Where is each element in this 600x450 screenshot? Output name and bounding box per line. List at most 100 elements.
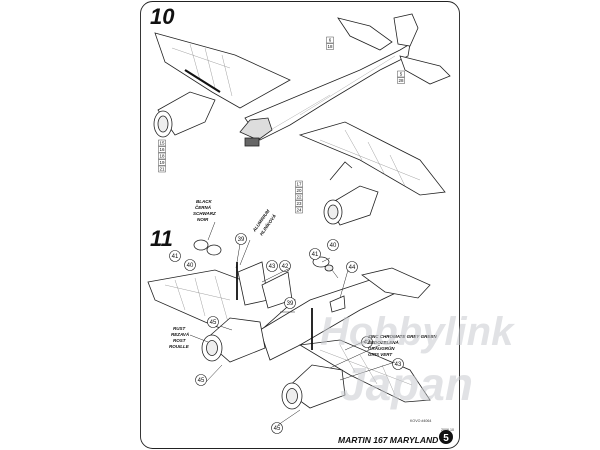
callout-40-left: 40 [184, 259, 196, 271]
step11-right-wing [298, 339, 431, 403]
svg-text:40: 40 [330, 243, 337, 249]
step-11-number: 11 [150, 226, 173, 251]
callout-40-right: 40 [327, 239, 339, 251]
step10-tail-plane-right [399, 55, 451, 85]
step11-callouts: 39 40 41 43 42 40 41 44 39 45 45 42 43 45 [169, 233, 404, 434]
svg-text:ROUILLE: ROUILLE [169, 344, 190, 349]
step11-wheel-right [312, 256, 330, 268]
svg-text:ČERNÁ: ČERNÁ [195, 203, 211, 210]
callout-45-bottom: 45 [271, 422, 283, 434]
step10-elevator-callout-stack: 528 [397, 70, 405, 84]
svg-text:45: 45 [210, 320, 217, 326]
step10-left-callout-3: 19 [158, 159, 166, 166]
step10-tail-callout-0: 6 [326, 36, 334, 44]
step11-wheel-black [193, 239, 209, 251]
svg-text:5: 5 [400, 72, 403, 77]
svg-text:GRAUGRÜN: GRAUGRÜN [368, 345, 395, 351]
svg-text:16: 16 [159, 147, 165, 152]
step10-right-callout-1: 20 [295, 187, 303, 194]
step10-left-callout-4: 21 [158, 165, 166, 173]
svg-text:NOIR: NOIR [197, 217, 209, 222]
step10-elevator-callout-1: 28 [397, 77, 405, 84]
svg-text:40: 40 [187, 263, 194, 269]
step10-tail-callout-1: 18 [326, 43, 334, 50]
callout-39-top: 39 [235, 233, 247, 245]
color-note-zinc-chromate: ZINC CHROMATE GREY GREEN ŠEDOZELENÁ GRAU… [367, 334, 437, 357]
svg-text:41: 41 [312, 252, 319, 258]
callout-43-right: 43 [392, 358, 404, 370]
svg-text:42: 42 [364, 340, 371, 346]
step-11-assembly [147, 239, 431, 410]
svg-text:24: 24 [296, 208, 302, 213]
page-number-badge [439, 430, 453, 444]
svg-text:ZINC CHROMATE GREY GREEN: ZINC CHROMATE GREY GREEN [367, 334, 437, 339]
svg-text:ŠEDOZELENÁ: ŠEDOZELENÁ [368, 338, 399, 345]
callout-39-mid: 39 [284, 297, 296, 309]
step10-right-callout-2: 22 [295, 193, 303, 201]
svg-text:17: 17 [296, 182, 302, 187]
svg-text:45: 45 [198, 378, 205, 384]
page-border [140, 1, 460, 449]
svg-text:REZAVÁ: REZAVÁ [171, 331, 189, 337]
svg-text:GRIS VERT: GRIS VERT [368, 352, 393, 357]
svg-text:18: 18 [327, 44, 333, 49]
step10-left-callout-0: 15 [158, 139, 166, 147]
callout-43-top: 43 [266, 260, 278, 272]
callout-42-right: 42 [361, 336, 373, 348]
page-number: 5 [443, 433, 449, 444]
step11-tail-plane [361, 267, 431, 299]
svg-text:44: 44 [349, 265, 356, 271]
svg-text:ROST: ROST [173, 338, 187, 343]
svg-text:15: 15 [159, 141, 165, 146]
svg-text:18: 18 [159, 154, 165, 159]
step10-elevator-callout-0: 5 [397, 70, 405, 78]
step10-tail-plane-left [337, 17, 393, 51]
step10-right-wing [298, 121, 446, 196]
svg-text:20: 20 [296, 188, 302, 193]
callout-41-right: 41 [309, 248, 321, 260]
color-note-aluminium: ALUMINIUM HLINÍKOVÁ [251, 208, 277, 236]
step11-wheel-alu [206, 244, 222, 256]
color-note-black: BLACK ČERNÁ SCHWARZ NOIR [193, 199, 216, 222]
step10-left-callout-1: 16 [158, 146, 166, 153]
callout-41-left: 41 [169, 250, 181, 262]
step10-tail-callout-stack: 618 [326, 36, 334, 50]
svg-text:39: 39 [287, 301, 294, 307]
svg-text:SCHWARZ: SCHWARZ [193, 211, 216, 216]
step10-right-callout-3: 23 [295, 200, 303, 207]
sheet-title: MARTIN 167 MARYLAND [338, 435, 438, 445]
callout-42-top: 42 [279, 260, 291, 272]
color-note-rust: RUST REZAVÁ ROST ROUILLE [169, 326, 190, 349]
svg-text:RUST: RUST [173, 326, 187, 331]
callout-45-left: 45 [207, 316, 219, 328]
step-10-number: 10 [150, 4, 175, 29]
watermark-line2: Japan [340, 358, 473, 410]
step10-left-wing [154, 32, 291, 109]
svg-text:39: 39 [238, 237, 245, 243]
svg-text:43: 43 [395, 362, 402, 368]
print-date: 2006.10 [441, 428, 454, 432]
svg-text:BLACK: BLACK [196, 199, 212, 204]
product-code: KOVO #4064 [410, 419, 431, 423]
watermark-line1: Hobbylink [320, 310, 515, 354]
step10-right-callout-4: 24 [295, 206, 303, 214]
callout-45-low: 45 [195, 374, 207, 386]
step10-right-callout-0: 17 [295, 180, 303, 188]
step10-left-callout-2: 18 [158, 152, 166, 160]
step11-small-door [329, 295, 346, 313]
svg-text:19: 19 [159, 160, 165, 165]
svg-text:28: 28 [398, 78, 404, 83]
svg-text:45: 45 [274, 426, 281, 432]
svg-text:42: 42 [282, 264, 289, 270]
svg-text:23: 23 [296, 201, 302, 206]
step10-tail-fin [393, 13, 419, 47]
svg-text:41: 41 [172, 254, 179, 260]
svg-text:43: 43 [269, 264, 276, 270]
svg-text:21: 21 [159, 167, 165, 172]
step-10-assembly [153, 13, 451, 226]
svg-text:6: 6 [329, 38, 332, 43]
